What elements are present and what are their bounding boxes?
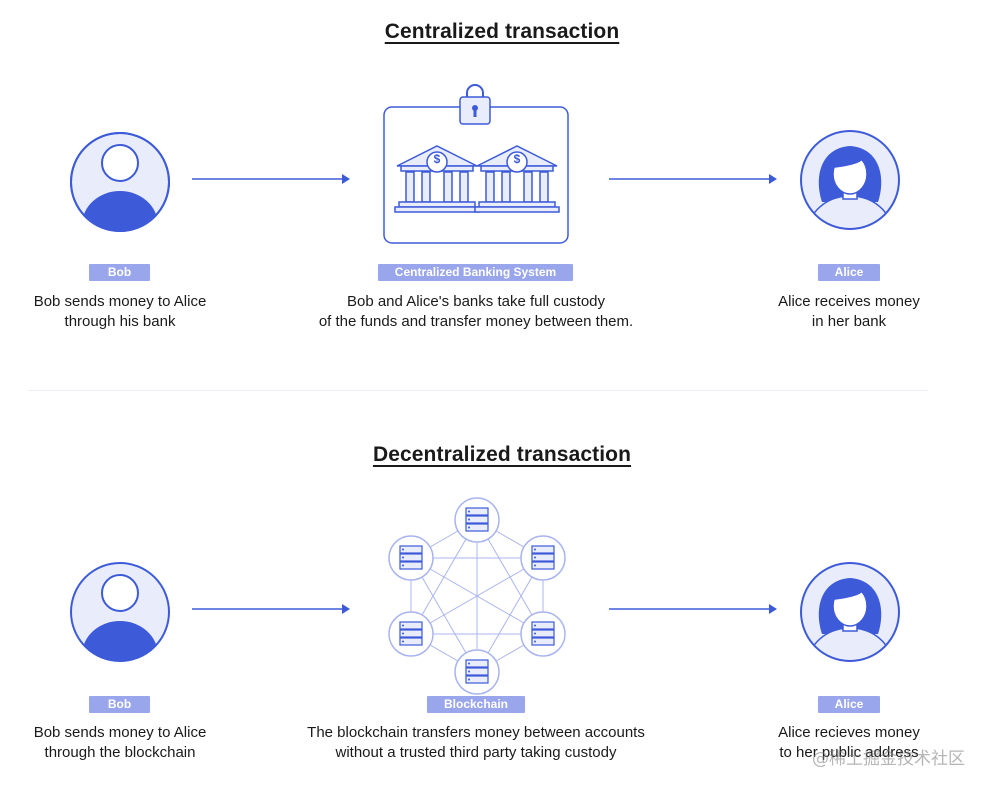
- bank-dollar-symbol: $: [433, 152, 441, 166]
- alice-avatar-icon: [800, 130, 900, 230]
- arrow-right-icon: [192, 174, 350, 184]
- bob-tag: Bob: [89, 264, 150, 281]
- centralized-banking-system-icon: [383, 84, 569, 244]
- centralized-banking-system-tag: Centralized Banking System: [378, 264, 573, 281]
- bob-tag: Bob: [89, 696, 150, 713]
- arrow-right-icon: [609, 604, 777, 614]
- blockchain-caption: The blockchain transfers money between a…: [307, 724, 645, 761]
- centralized-title: Centralized transaction: [384, 20, 620, 43]
- centralized-banking-caption: Bob and Alice's banks take full custody …: [318, 293, 634, 330]
- alice-avatar-icon: [800, 562, 900, 662]
- alice-tag: Alice: [818, 264, 880, 281]
- blockchain-network-icon: [388, 497, 566, 695]
- watermark: @稀土掘金技术社区: [812, 749, 965, 769]
- alice-caption: Alice receives money in her bank: [778, 293, 920, 330]
- bob-caption: Bob sends money to Alice through his ban…: [33, 293, 207, 330]
- alice-tag: Alice: [818, 696, 880, 713]
- bob-avatar-icon: [70, 562, 170, 662]
- arrow-right-icon: [609, 174, 777, 184]
- alice-caption: Alice recieves money to her public addre…: [778, 724, 920, 761]
- bob-caption: Bob sends money to Alice through the blo…: [33, 724, 207, 761]
- arrow-right-icon: [192, 604, 350, 614]
- section-divider: [28, 390, 928, 391]
- blockchain-tag: Blockchain: [427, 696, 525, 713]
- bob-avatar-icon: [70, 132, 170, 232]
- decentralized-title: Decentralized transaction: [372, 443, 632, 466]
- bank-dollar-symbol: $: [513, 152, 521, 166]
